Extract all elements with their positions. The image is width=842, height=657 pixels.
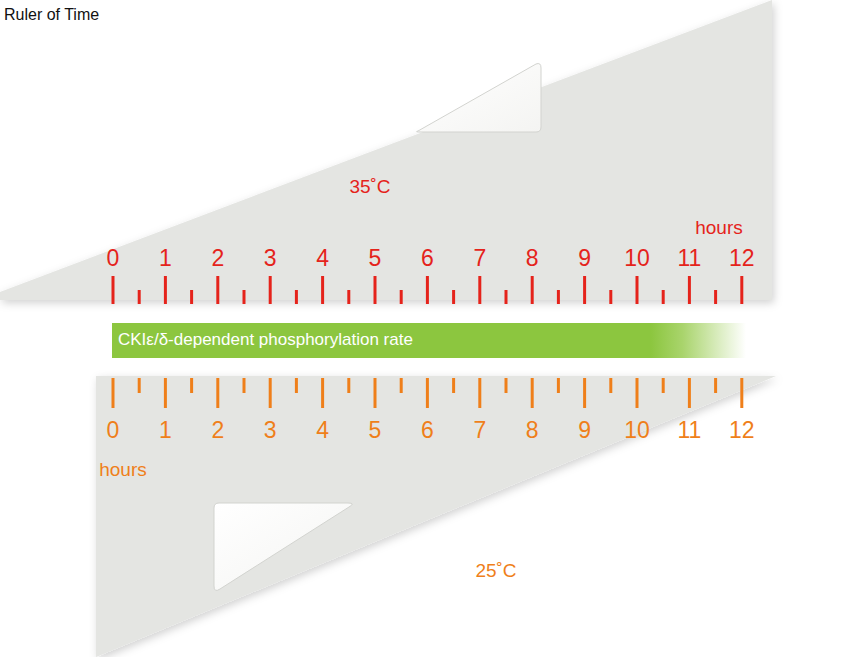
tick-mark xyxy=(452,290,455,304)
tick-mark xyxy=(740,378,743,408)
set-square-top xyxy=(0,0,772,300)
tick-mark xyxy=(243,290,246,304)
tick-mark xyxy=(269,276,272,304)
tick-mark xyxy=(400,378,403,393)
tick-mark xyxy=(688,378,691,408)
tick-mark xyxy=(321,378,324,408)
tick-mark xyxy=(478,276,481,304)
tick-mark xyxy=(636,276,639,304)
tick-mark xyxy=(531,378,534,408)
hour-number: 8 xyxy=(526,418,539,443)
tick-mark xyxy=(583,378,586,408)
tick-mark xyxy=(112,378,115,408)
set-square-hole-bottom xyxy=(214,503,352,590)
tick-mark xyxy=(374,378,377,408)
tick-mark xyxy=(321,276,324,304)
title: Ruler of Time xyxy=(4,6,99,24)
tick-mark xyxy=(295,290,298,304)
tick-mark xyxy=(740,276,743,304)
tick-mark xyxy=(347,290,350,304)
hour-number: 3 xyxy=(264,246,277,271)
tick-mark xyxy=(688,276,691,304)
tick-mark xyxy=(662,290,665,304)
temperature-label: 25˚C xyxy=(475,561,516,582)
tick-mark xyxy=(609,290,612,304)
tick-marks-top xyxy=(113,276,742,304)
tick-mark xyxy=(295,378,298,393)
temperature-label: 35˚C xyxy=(349,177,390,198)
tick-mark xyxy=(243,378,246,393)
tick-mark xyxy=(190,378,193,393)
tick-mark xyxy=(426,276,429,304)
hour-number: 0 xyxy=(107,246,120,271)
hour-number: 4 xyxy=(316,246,329,271)
tick-mark xyxy=(583,276,586,304)
hour-number: 11 xyxy=(677,246,701,271)
tick-mark xyxy=(374,276,377,304)
tick-marks-bottom xyxy=(113,378,742,408)
tick-mark xyxy=(112,276,115,304)
tick-mark xyxy=(190,290,193,304)
hour-number: 12 xyxy=(729,418,755,443)
tick-mark xyxy=(505,290,508,304)
hour-number: 12 xyxy=(729,246,755,271)
hour-number: 7 xyxy=(473,418,486,443)
hour-number: 8 xyxy=(526,246,539,271)
hour-number: 1 xyxy=(159,418,172,443)
hour-number: 3 xyxy=(264,418,277,443)
hour-number: 7 xyxy=(473,246,486,271)
tick-mark xyxy=(216,378,219,408)
hour-number: 9 xyxy=(578,246,591,271)
tick-mark xyxy=(557,378,560,393)
set-square-hole-top xyxy=(417,64,541,133)
rate-bar: CKIε/δ-dependent phosphorylation rate xyxy=(112,323,746,358)
hour-number: 6 xyxy=(421,418,434,443)
tick-mark xyxy=(138,290,141,304)
tick-mark xyxy=(662,378,665,393)
unit-label: hours xyxy=(695,218,743,239)
set-square-bottom xyxy=(96,376,776,657)
tick-mark xyxy=(609,378,612,393)
hour-number: 10 xyxy=(624,246,650,271)
tick-mark xyxy=(478,378,481,408)
tick-mark xyxy=(216,276,219,304)
tick-mark xyxy=(269,378,272,408)
tick-mark xyxy=(400,290,403,304)
tick-mark xyxy=(138,378,141,393)
hour-number: 1 xyxy=(159,246,172,271)
hour-number: 10 xyxy=(624,418,650,443)
tick-mark xyxy=(452,378,455,393)
hour-number: 6 xyxy=(421,246,434,271)
tick-mark xyxy=(714,378,717,393)
hour-number: 2 xyxy=(211,246,224,271)
tick-mark xyxy=(164,378,167,408)
hour-number: 9 xyxy=(578,418,591,443)
hour-number: 2 xyxy=(211,418,224,443)
tick-mark xyxy=(164,276,167,304)
hour-number: 5 xyxy=(369,418,382,443)
tick-mark xyxy=(347,378,350,393)
tick-mark xyxy=(557,290,560,304)
hour-number: 5 xyxy=(369,246,382,271)
hour-number: 11 xyxy=(677,418,701,443)
hour-number: 4 xyxy=(316,418,329,443)
tick-mark xyxy=(426,378,429,408)
hour-number: 0 xyxy=(107,418,120,443)
tick-mark xyxy=(531,276,534,304)
tick-mark xyxy=(714,290,717,304)
tick-mark xyxy=(505,378,508,393)
tick-mark xyxy=(636,378,639,408)
unit-label: hours xyxy=(99,460,147,481)
bar-label: CKIε/δ-dependent phosphorylation rate xyxy=(118,331,413,350)
